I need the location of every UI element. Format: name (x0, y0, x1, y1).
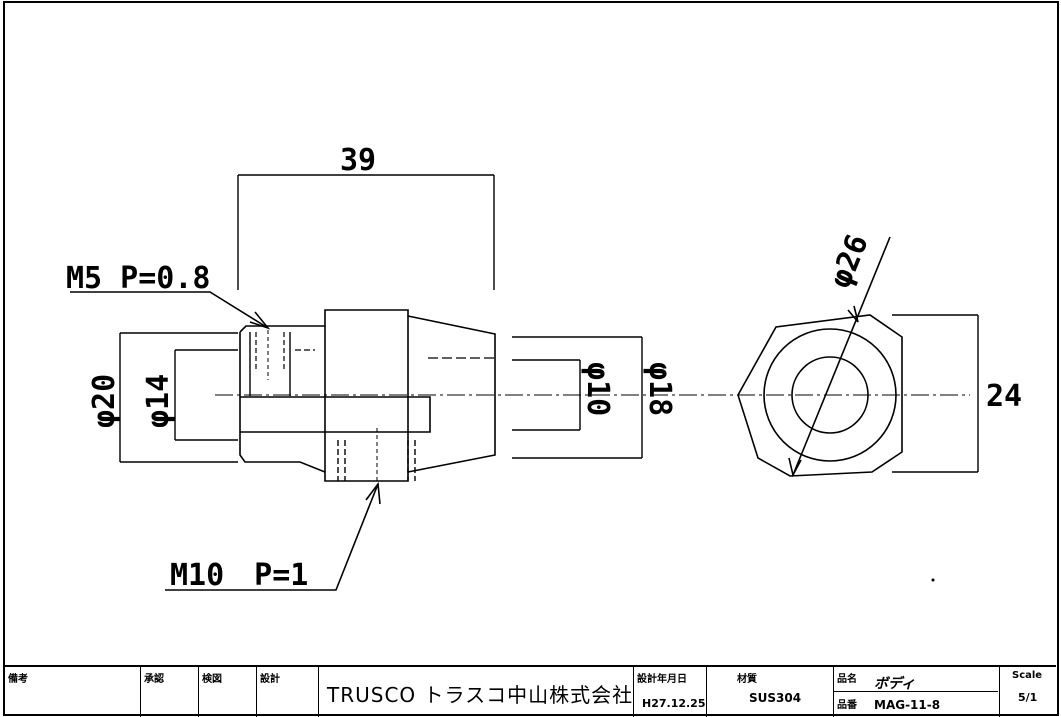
dim-phi18-label: φ18 (642, 362, 677, 416)
body-outline (239, 309, 496, 482)
part-cell: 品名 ボディ 品番 MAG-11-8 (833, 667, 999, 717)
dim-phi26-line (792, 236, 891, 476)
dim-phi26-label: φ26 (823, 230, 876, 293)
scale-cell: Scale 5/1 (999, 667, 1056, 717)
m5-leader-arrow (249, 311, 271, 330)
date-cell: 設計年月日 H27.12.25 (633, 667, 706, 717)
material-cell: 材質 SUS304 (706, 667, 833, 717)
part-name-label: 品名 (837, 674, 857, 685)
m5-leader (70, 291, 269, 329)
part-cell-divider (834, 691, 998, 692)
material-value: SUS304 (749, 691, 802, 705)
dim-24-label: 24 (986, 379, 1022, 414)
thread-m10-label: M10 P=1 (170, 558, 308, 593)
material-label: 材質 (737, 674, 757, 685)
m10-leader-arrow (365, 481, 381, 505)
date-value: H27.12.25 (642, 697, 706, 710)
sheet-border (3, 1, 1059, 716)
scale-label: Scale (1012, 670, 1043, 681)
hex-outline (737, 314, 903, 477)
company-cell: TRUSCO トラスコ中山株式会社 (318, 667, 633, 717)
remarks-cell: 備考 (5, 667, 140, 717)
side-view (70, 174, 650, 591)
thread-m5-label: M5 P=0.8 (66, 261, 211, 296)
remarks-label: 備考 (8, 674, 28, 685)
m10-leader (165, 483, 379, 591)
title-block: 備考 承認 検図 設計 TRUSCO トラスコ中山株式会社 設計年月日 H27.… (5, 665, 1056, 717)
approved-label: 承認 (144, 674, 164, 685)
designed-cell: 設計 (256, 667, 318, 717)
circle-phi10 (791, 356, 869, 434)
part-no-label: 品番 (837, 700, 857, 711)
dim-phi20-label: φ20 (87, 374, 122, 428)
scale-value: 5/1 (1018, 691, 1038, 704)
dim-phi26-arrow-bottom (788, 457, 802, 478)
end-view (650, 236, 979, 478)
checked-cell: 検図 (198, 667, 256, 717)
stray-dot (931, 578, 935, 582)
designed-label: 設計 (260, 674, 280, 685)
bore-outline (240, 396, 431, 433)
dim-phi26-arrow-top (847, 305, 859, 323)
checked-label: 検図 (202, 674, 222, 685)
part-no-value: MAG-11-8 (874, 698, 941, 712)
approved-cell: 承認 (140, 667, 198, 717)
circle-phi18 (763, 328, 897, 462)
date-label: 設計年月日 (637, 674, 687, 685)
company-name: TRUSCO トラスコ中山株式会社 (327, 683, 634, 707)
dim-phi14-label: φ14 (141, 374, 176, 428)
dim-39-label: 39 (340, 143, 376, 178)
dim-phi10-label: φ10 (580, 362, 615, 416)
part-name-value: ボディ (874, 676, 916, 692)
